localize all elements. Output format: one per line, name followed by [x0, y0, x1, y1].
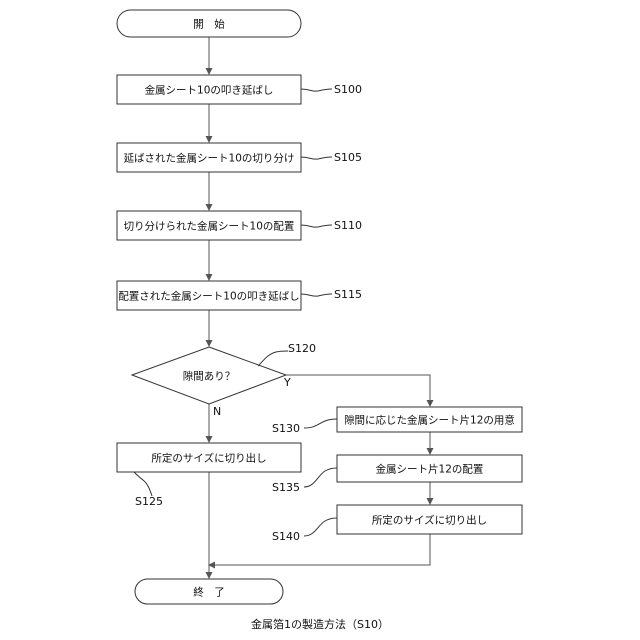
arrowhead-icon [427, 498, 434, 505]
edge-s140-merge [214, 534, 430, 565]
leader-s140 [304, 518, 337, 536]
step-label-s115: S115 [334, 288, 362, 301]
node-s125-label: 所定のサイズに切り出し [151, 452, 266, 465]
node-s110: 切り分けられた金属シート10の配置 [117, 211, 301, 240]
node-s130: 隙間に応じた金属シート片12の用意 [337, 407, 522, 432]
leader-s135 [304, 468, 337, 487]
node-s125: 所定のサイズに切り出し [117, 443, 301, 472]
arrowhead-icon [206, 274, 213, 281]
step-label-s105: S105 [334, 151, 362, 164]
node-s120-label: 隙間あり？ [183, 370, 236, 383]
leader-s130 [304, 419, 337, 428]
node-s135-label: 金属シート片12の配置 [376, 463, 484, 476]
node-s110-label: 切り分けられた金属シート10の配置 [124, 220, 295, 233]
leader-s100 [301, 89, 332, 91]
node-s135: 金属シート片12の配置 [337, 455, 522, 482]
arrowhead-icon [427, 400, 434, 407]
node-s140: 所定のサイズに切り出し [337, 505, 522, 534]
step-label-s125: S125 [135, 495, 163, 508]
node-s120-decision: 隙間あり？ [132, 347, 286, 404]
node-start: 開 始 [117, 10, 301, 37]
figure-caption: 金属箔1の製造方法（S10） [251, 617, 389, 631]
arrowhead-icon [206, 204, 213, 211]
node-s140-label: 所定のサイズに切り出し [372, 514, 487, 527]
step-label-s120: S120 [288, 342, 316, 355]
arrowhead-icon [206, 68, 213, 75]
node-s130-label: 隙間に応じた金属シート片12の用意 [344, 414, 515, 427]
node-s100: 金属シート10の叩き延ばし [117, 75, 301, 104]
arrowhead-icon [427, 448, 434, 455]
step-label-s130: S130 [272, 422, 300, 435]
step-label-s135: S135 [272, 481, 300, 494]
node-s105-label: 延ばされた金属シート10の切り分け [124, 152, 295, 165]
node-s115-label: 配置された金属シート10の叩き延ばし [118, 290, 299, 303]
step-label-s140: S140 [272, 530, 300, 543]
arrowhead-icon [206, 572, 213, 579]
node-end-label: 終 了 [193, 586, 225, 599]
step-label-s110: S110 [334, 219, 362, 232]
node-s115: 配置された金属シート10の叩き延ばし [117, 281, 301, 310]
node-start-label: 開 始 [193, 18, 225, 31]
node-s100-label: 金属シート10の叩き延ばし [145, 84, 274, 97]
node-s105: 延ばされた金属シート10の切り分け [117, 143, 301, 172]
leader-s110 [301, 225, 332, 227]
leader-s105 [301, 157, 332, 159]
arrowhead-icon [206, 136, 213, 143]
leader-s115 [301, 294, 332, 296]
step-label-s100: S100 [334, 83, 362, 96]
arrowhead-icon [206, 436, 213, 443]
leader-s125 [134, 472, 152, 496]
arrowhead-icon [206, 340, 213, 347]
edge-s120-yes-s130 [286, 375, 430, 406]
leader-s120 [258, 351, 288, 366]
branch-label-yes: Y [283, 376, 291, 389]
node-end: 終 了 [135, 579, 283, 604]
branch-label-no: N [213, 405, 221, 418]
